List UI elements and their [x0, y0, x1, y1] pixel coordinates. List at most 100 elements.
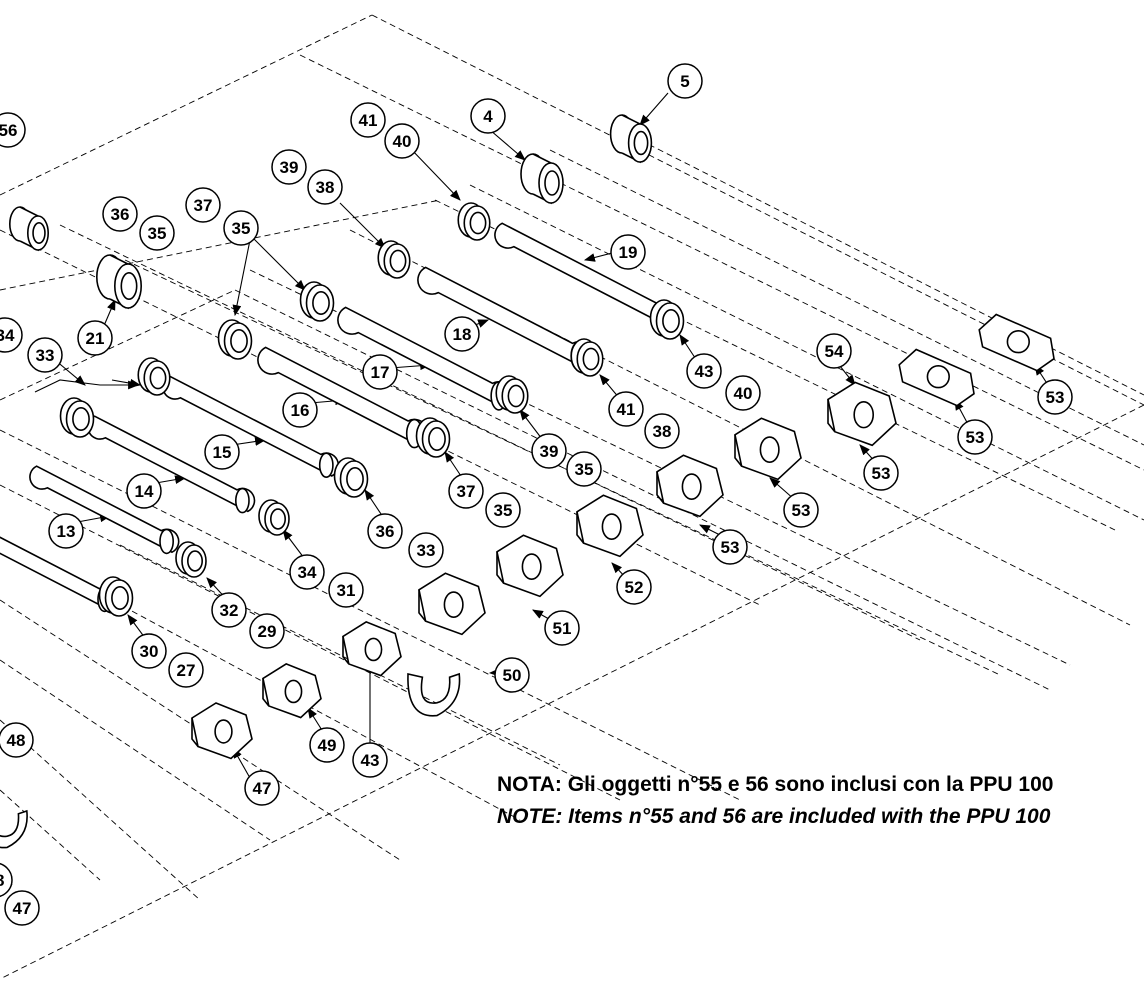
- guide-line: [119, 544, 561, 766]
- guide-line: [234, 289, 1051, 691]
- callout-balloon: 38: [644, 413, 680, 449]
- callout-number: 34: [0, 326, 15, 345]
- callout-number: 39: [540, 442, 559, 461]
- spacer-part: [898, 348, 975, 407]
- callout-number: 4: [483, 107, 493, 126]
- callout-balloon: 33: [408, 532, 444, 568]
- cam-part: [827, 381, 897, 447]
- callout-number: 35: [148, 224, 167, 243]
- callout-balloon: 48: [0, 722, 34, 758]
- guide-line: [469, 184, 1144, 521]
- callout-balloon: 5: [667, 63, 703, 99]
- pin-part: [257, 346, 430, 449]
- callout-balloon: 53: [783, 492, 819, 528]
- callout-balloon: 47: [4, 890, 40, 926]
- guide-line: [0, 289, 236, 401]
- clamp-part: [407, 672, 461, 717]
- callout-number: 14: [135, 482, 154, 501]
- callout-balloon: 39: [531, 433, 567, 469]
- callout-number: 47: [13, 899, 32, 918]
- pin-part: [494, 222, 678, 330]
- leader-line: [111, 378, 142, 388]
- callout-balloon: 21: [77, 320, 113, 356]
- cam-part: [342, 621, 402, 677]
- callout-balloon: 47: [244, 770, 280, 806]
- callout-number: 52: [625, 578, 644, 597]
- callout-balloon: 53: [1037, 379, 1073, 415]
- callout-balloon: 4: [470, 98, 506, 134]
- callout-number: 15: [213, 443, 232, 462]
- bushing-part: [137, 357, 171, 396]
- callout-number: 33: [36, 346, 55, 365]
- callout-balloon: 35: [485, 492, 521, 528]
- callout-number: 32: [220, 601, 239, 620]
- guide-line: [59, 224, 921, 641]
- leader-line: [251, 236, 306, 291]
- callout-number: 50: [503, 666, 522, 685]
- callout-number: 28: [0, 871, 4, 890]
- cam-part: [496, 534, 564, 598]
- leader-line: [639, 92, 669, 126]
- callout-number: 39: [280, 158, 299, 177]
- callout-balloon: 43: [352, 742, 388, 778]
- callout-balloon: 34: [0, 317, 23, 353]
- callout-number: 35: [232, 219, 251, 238]
- guide-line: [639, 139, 1144, 396]
- leader-line: [839, 365, 856, 386]
- callout-balloon: 33: [27, 337, 63, 373]
- callout-balloon: 50: [494, 657, 530, 693]
- bushing-part: [217, 319, 253, 360]
- callout-number: 13: [57, 522, 76, 541]
- callout-number: 49: [318, 736, 337, 755]
- end-cap-part: [520, 153, 564, 205]
- callout-number: 43: [361, 751, 380, 770]
- callout-balloon: 18: [444, 316, 480, 352]
- callout-number: 29: [258, 622, 277, 641]
- bushing-part: [299, 281, 335, 322]
- leader-line: [409, 147, 461, 201]
- callout-number: 53: [1046, 388, 1065, 407]
- callout-balloon: 41: [350, 102, 386, 138]
- callout-balloon: 37: [185, 187, 221, 223]
- callout-balloon: 31: [328, 572, 364, 608]
- callout-number: 53: [721, 538, 740, 557]
- cam-part: [656, 454, 724, 518]
- callout-number: 47: [253, 779, 272, 798]
- callout-balloon: 32: [211, 592, 247, 628]
- pin-part: [29, 465, 180, 555]
- callout-balloon: 27: [168, 652, 204, 688]
- callout-number: 37: [194, 196, 213, 215]
- bushing-part: [333, 457, 369, 498]
- callout-number: 36: [376, 522, 395, 541]
- note-italian: NOTA: Gli oggetti n°55 e 56 sono inclusi…: [497, 773, 1054, 796]
- callout-balloon: 13: [48, 513, 84, 549]
- leader-line: [339, 202, 386, 249]
- callout-balloon: 36: [102, 196, 138, 232]
- bushing-part: [175, 541, 207, 578]
- cam-part: [734, 417, 802, 481]
- callout-number: 19: [619, 243, 638, 262]
- callout-balloon: 29: [249, 613, 285, 649]
- callout-number: 33: [417, 541, 436, 560]
- callout-number: 51: [553, 619, 572, 638]
- callout-balloon: 40: [384, 123, 420, 159]
- callout-number: 53: [872, 464, 891, 483]
- callout-number: 30: [140, 642, 159, 661]
- callout-balloon: 52: [616, 569, 652, 605]
- bushing-part: [59, 397, 95, 438]
- parts: [0, 114, 1055, 849]
- callout-number: 21: [86, 329, 105, 348]
- spacer-part: [978, 313, 1055, 372]
- callout-balloon: 39: [271, 149, 307, 185]
- dashed-guide-lines: [0, 14, 1144, 980]
- callout-balloon: 17: [362, 354, 398, 390]
- cam-part: [576, 494, 644, 558]
- callout-balloons: 5654414039383735363519181716151413213433…: [0, 63, 1073, 926]
- callout-balloon: 53: [957, 419, 993, 455]
- note-english: NOTE: Items n°55 and 56 are included wit…: [497, 805, 1051, 828]
- callout-balloon: 56: [0, 112, 26, 148]
- bushing-part: [258, 499, 290, 536]
- callout-balloon: 40: [725, 375, 761, 411]
- bushing-part: [415, 417, 451, 458]
